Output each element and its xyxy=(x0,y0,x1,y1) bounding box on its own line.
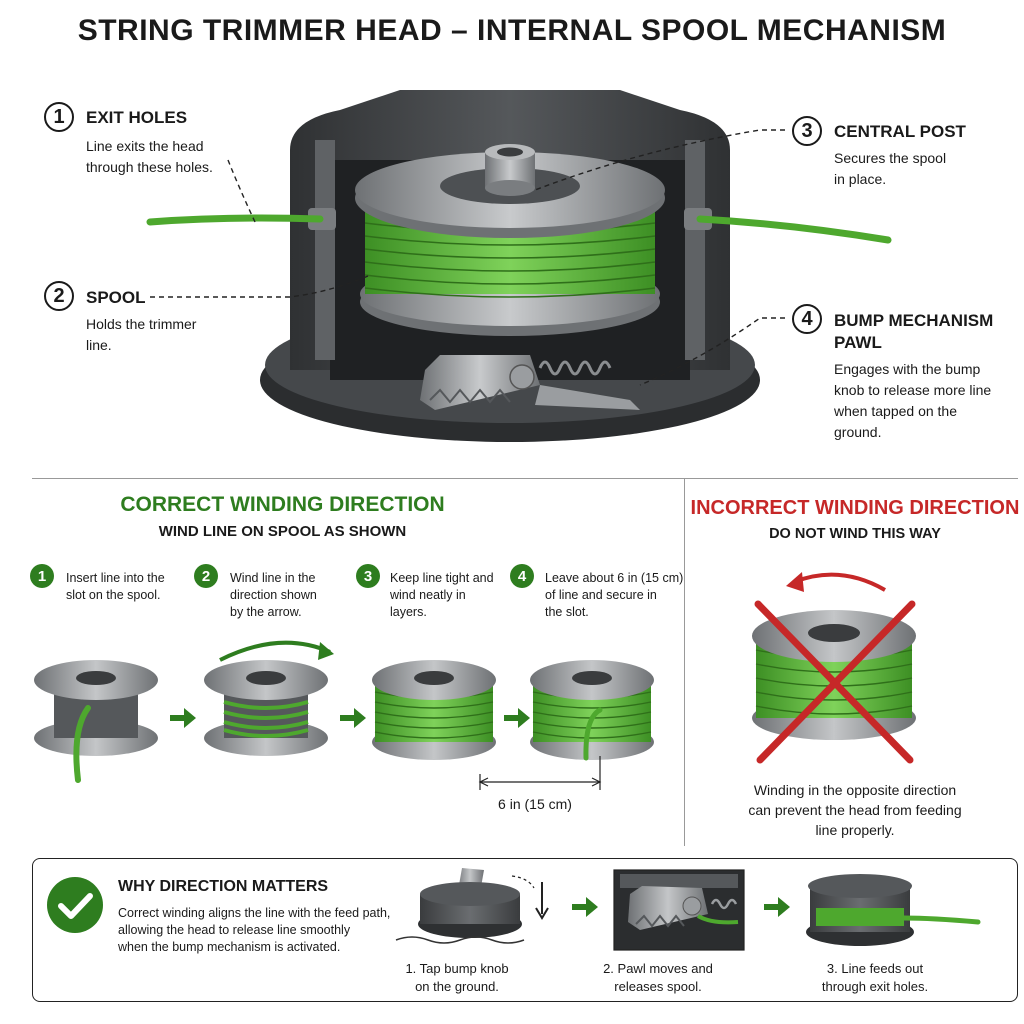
spool-step-4 xyxy=(530,660,654,761)
feed-sequence-illustration xyxy=(395,868,981,951)
why-title: WHY DIRECTION MATTERS xyxy=(118,878,329,895)
trimmer-line-left xyxy=(146,214,324,226)
callout-2-number: 2 xyxy=(44,281,74,311)
prohibited-x-icon xyxy=(754,600,916,764)
why-direction-box xyxy=(32,858,1018,1002)
callout-1-number: 1 xyxy=(44,102,74,132)
measure-label: 6 in (15 cm) xyxy=(498,796,572,812)
feed-step-1-image xyxy=(395,868,549,944)
callout-3-title: CENTRAL POST xyxy=(834,122,966,141)
callout-leaders xyxy=(150,129,785,386)
callout-1-title: EXIT HOLES xyxy=(86,108,188,127)
callout-4-number: 4 xyxy=(792,304,822,334)
rotation-arrow-incorrect xyxy=(793,572,886,592)
step-arrow-3 xyxy=(504,708,530,728)
feed-step-2-image xyxy=(613,869,745,951)
spool-step-3 xyxy=(372,660,496,760)
correct-step-4-number: 4 xyxy=(510,564,534,588)
column-divider xyxy=(684,478,685,846)
pawl-spring xyxy=(538,360,612,376)
why-text: Correct winding aligns the line with the… xyxy=(118,906,391,954)
callout-2-title: SPOOL xyxy=(86,288,146,307)
bump-pawl xyxy=(420,355,540,410)
rotation-arrow-correct xyxy=(219,640,331,662)
step-arrow-1 xyxy=(170,708,196,728)
incorrect-title: INCORRECT WINDING DIRECTION xyxy=(690,497,1020,519)
feed-arrow-1 xyxy=(572,897,598,917)
correct-subtitle: WIND LINE ON SPOOL AS SHOWN xyxy=(158,523,407,540)
trimmer-line-right xyxy=(696,215,892,244)
check-icon xyxy=(47,877,103,933)
incorrect-subtitle: DO NOT WIND THIS WAY xyxy=(769,526,941,542)
spool-step-1 xyxy=(34,660,158,783)
correct-step-4-text: Leave about 6 in (15 cm)of line and secu… xyxy=(545,571,684,619)
trimmer-head-cutaway xyxy=(146,90,892,442)
section-divider xyxy=(32,478,1018,479)
feed-step-3-image xyxy=(806,874,981,946)
correct-step-1-number: 1 xyxy=(30,564,54,588)
correct-step-3-number: 3 xyxy=(356,564,380,588)
incorrect-spool-illustration xyxy=(752,572,916,764)
page-title: STRING TRIMMER HEAD – INTERNAL SPOOL MEC… xyxy=(77,14,947,47)
measure-bracket xyxy=(478,756,602,790)
correct-step-2-number: 2 xyxy=(194,564,218,588)
correct-title: CORRECT WINDING DIRECTION xyxy=(120,493,445,516)
step-arrow-2 xyxy=(340,708,366,728)
spool-step-2 xyxy=(204,660,328,756)
winding-steps-illustration xyxy=(34,640,654,790)
feed-arrow-2 xyxy=(764,897,790,917)
callout-3-number: 3 xyxy=(792,116,822,146)
